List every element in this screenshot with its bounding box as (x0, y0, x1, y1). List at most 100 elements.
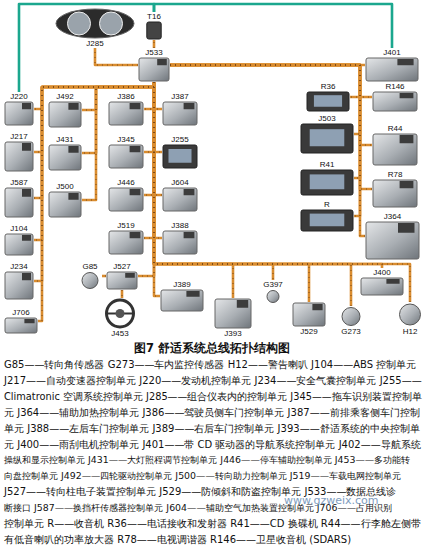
component-code: G397 (258, 280, 288, 289)
component-code: J388 (162, 221, 198, 230)
component-code: H12 (398, 327, 422, 336)
device-illustration (372, 179, 418, 208)
component-node: J533 (138, 48, 170, 82)
device-illustration (78, 271, 102, 290)
device-illustration (160, 289, 204, 312)
device-illustration (108, 187, 144, 212)
display-panel (310, 214, 345, 227)
bus-stripe (34, 82, 154, 240)
device-area (162, 144, 198, 169)
control-unit-housing (5, 318, 37, 333)
device-area (108, 144, 144, 169)
diagnosis-plug (147, 22, 161, 39)
device-illustration (106, 271, 138, 290)
device-illustration (4, 317, 38, 334)
bus-stripe (154, 82, 309, 302)
device-area (162, 187, 198, 212)
bus-stripe (154, 82, 162, 195)
device-area (108, 101, 144, 126)
bus-stripe (144, 82, 154, 109)
component-code: R44 (372, 124, 418, 133)
unit-connector (312, 304, 322, 310)
component-node: J220 (4, 92, 34, 126)
component-node: G397 (258, 280, 288, 304)
device-illustration (162, 101, 198, 126)
bus-stripe (170, 65, 360, 216)
bus-line (154, 82, 309, 302)
component-node: J217 (4, 132, 34, 172)
bus-line (144, 82, 154, 238)
device-area (162, 101, 198, 126)
abbreviation-key-line: 元 J400——雨刮电机控制单元 J401——带 CD 驱动器的导航系统控制单元… (4, 438, 421, 452)
device-area (4, 317, 38, 334)
component-node: J387 (162, 92, 198, 126)
bus-line (154, 82, 233, 298)
abbreviation-key-line: Climatronic 空调系统控制单元 J285——组合仪表内的控制单元 J3… (4, 390, 422, 404)
bus-line (34, 82, 154, 198)
control-unit-housing (161, 290, 203, 311)
component-code: J446 (108, 178, 144, 187)
unit-connector (24, 319, 34, 323)
device-area (300, 209, 354, 232)
figure-caption: 图7 舒适系统总线拓扑结构图 (134, 341, 290, 355)
component-node: J388 (162, 221, 198, 255)
component-code: J234 (4, 262, 34, 271)
unit-housing (301, 124, 353, 153)
bus-stripe (154, 82, 410, 302)
component-node: J389 (160, 280, 204, 312)
bus-stripe (154, 82, 162, 238)
control-unit-housing (5, 142, 33, 171)
bus-line (144, 82, 154, 195)
control-unit-housing (361, 278, 403, 295)
bus-line (82, 82, 154, 153)
bus-stripe (154, 82, 273, 280)
bus-line (102, 275, 106, 278)
component-code: J503 (300, 114, 354, 123)
component-code: J387 (162, 92, 198, 101)
device-illustration (365, 221, 420, 260)
unit-connector (130, 103, 141, 109)
unit-connector (68, 146, 78, 153)
component-code: J604 (162, 178, 198, 187)
unit-connector (386, 279, 399, 284)
unit-connector (398, 223, 415, 233)
abbreviation-key-line: G85——转向角传感器 G273——车内监控传感器 H12——警告喇叭 J104… (4, 358, 416, 372)
component-code: J220 (4, 92, 34, 101)
component-node: J431 (48, 135, 82, 171)
bus-line (154, 82, 382, 268)
device-illustration (162, 144, 198, 169)
device-illustration (48, 191, 82, 218)
bus-line (170, 65, 360, 178)
unit-connector (22, 103, 31, 109)
device-area (48, 144, 82, 171)
control-unit-housing (5, 272, 33, 299)
device-illustration (48, 101, 82, 128)
component-node: J604 (162, 178, 198, 212)
diagnosis-line (19, 4, 154, 92)
device-area (142, 21, 166, 40)
control-unit-housing (366, 222, 419, 259)
bus-stripe (95, 48, 138, 65)
device-illustration (214, 298, 252, 329)
unit-connector (157, 59, 167, 65)
bus-line (170, 65, 365, 236)
bus-stripe (154, 40, 155, 48)
component-node: J519 (108, 221, 144, 255)
bus-stripe (144, 82, 154, 152)
bus-line (170, 65, 360, 216)
unit-housing (163, 145, 197, 168)
component-code: J587 (4, 178, 34, 187)
component-node: R44 (372, 124, 418, 166)
unit-connector (130, 189, 141, 195)
bus-line (38, 82, 154, 321)
component-node: J529 (292, 302, 326, 336)
abbreviation-key-line: 元 J364——辅助加热控制单元 J386——驾驶员侧车门控制单元 J387——… (4, 406, 420, 420)
control-unit-housing (109, 102, 143, 125)
bus-stripe (82, 82, 154, 200)
control-unit-housing (5, 102, 33, 125)
component-node: J234 (4, 262, 34, 300)
device-illustration (300, 209, 354, 232)
bus-stripe (122, 290, 123, 298)
component-node: G273 (336, 306, 366, 336)
component-node: R36 (306, 82, 350, 112)
